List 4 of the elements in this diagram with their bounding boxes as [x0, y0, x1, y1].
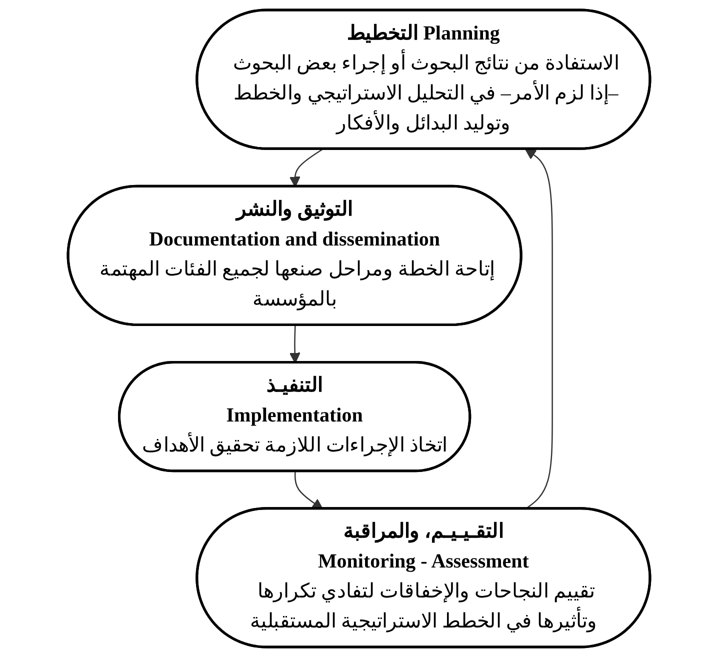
arrow [294, 472, 324, 510]
arrow [289, 148, 323, 188]
arrow [525, 148, 553, 510]
arrow [289, 325, 300, 364]
